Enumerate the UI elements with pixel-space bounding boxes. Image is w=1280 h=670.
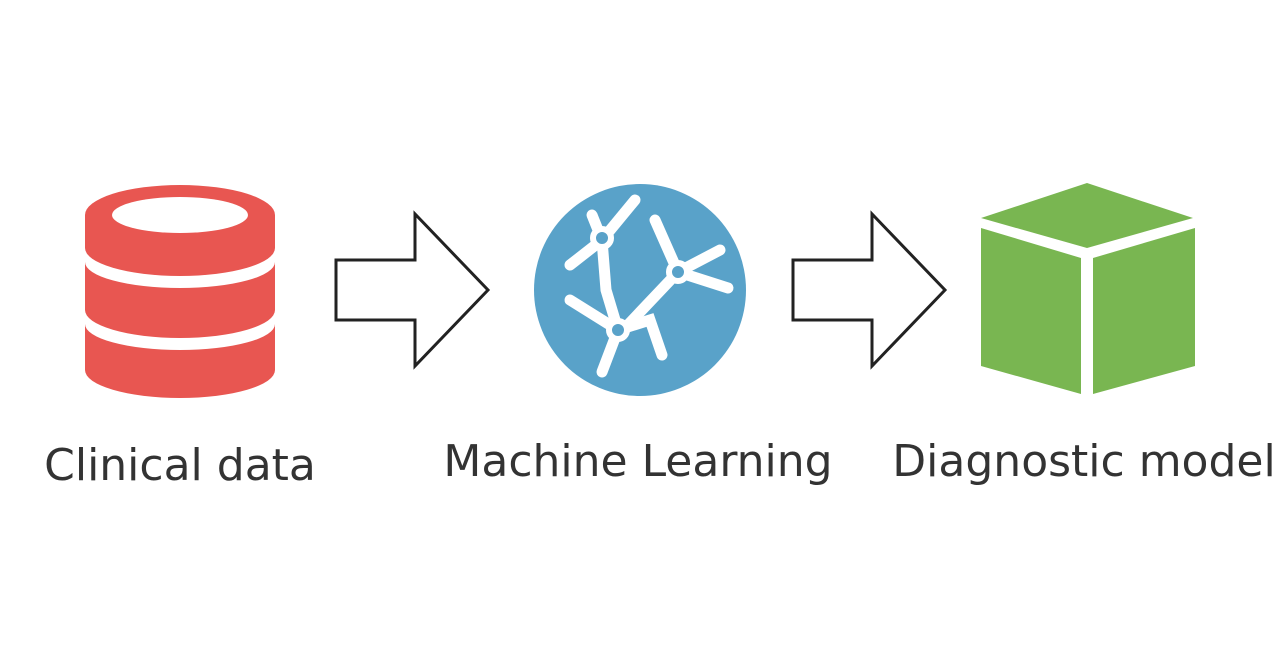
arrow-right-icon [334, 210, 491, 370]
neural-network-icon [534, 184, 746, 396]
step-label-diagnostic-model: Diagnostic model [892, 436, 1276, 487]
step-label-clinical-data: Clinical data [44, 440, 316, 491]
step-label-machine-learning: Machine Learning [443, 436, 833, 487]
arrow-right-icon [791, 210, 948, 370]
cube-icon [981, 183, 1195, 394]
database-icon [85, 185, 275, 398]
